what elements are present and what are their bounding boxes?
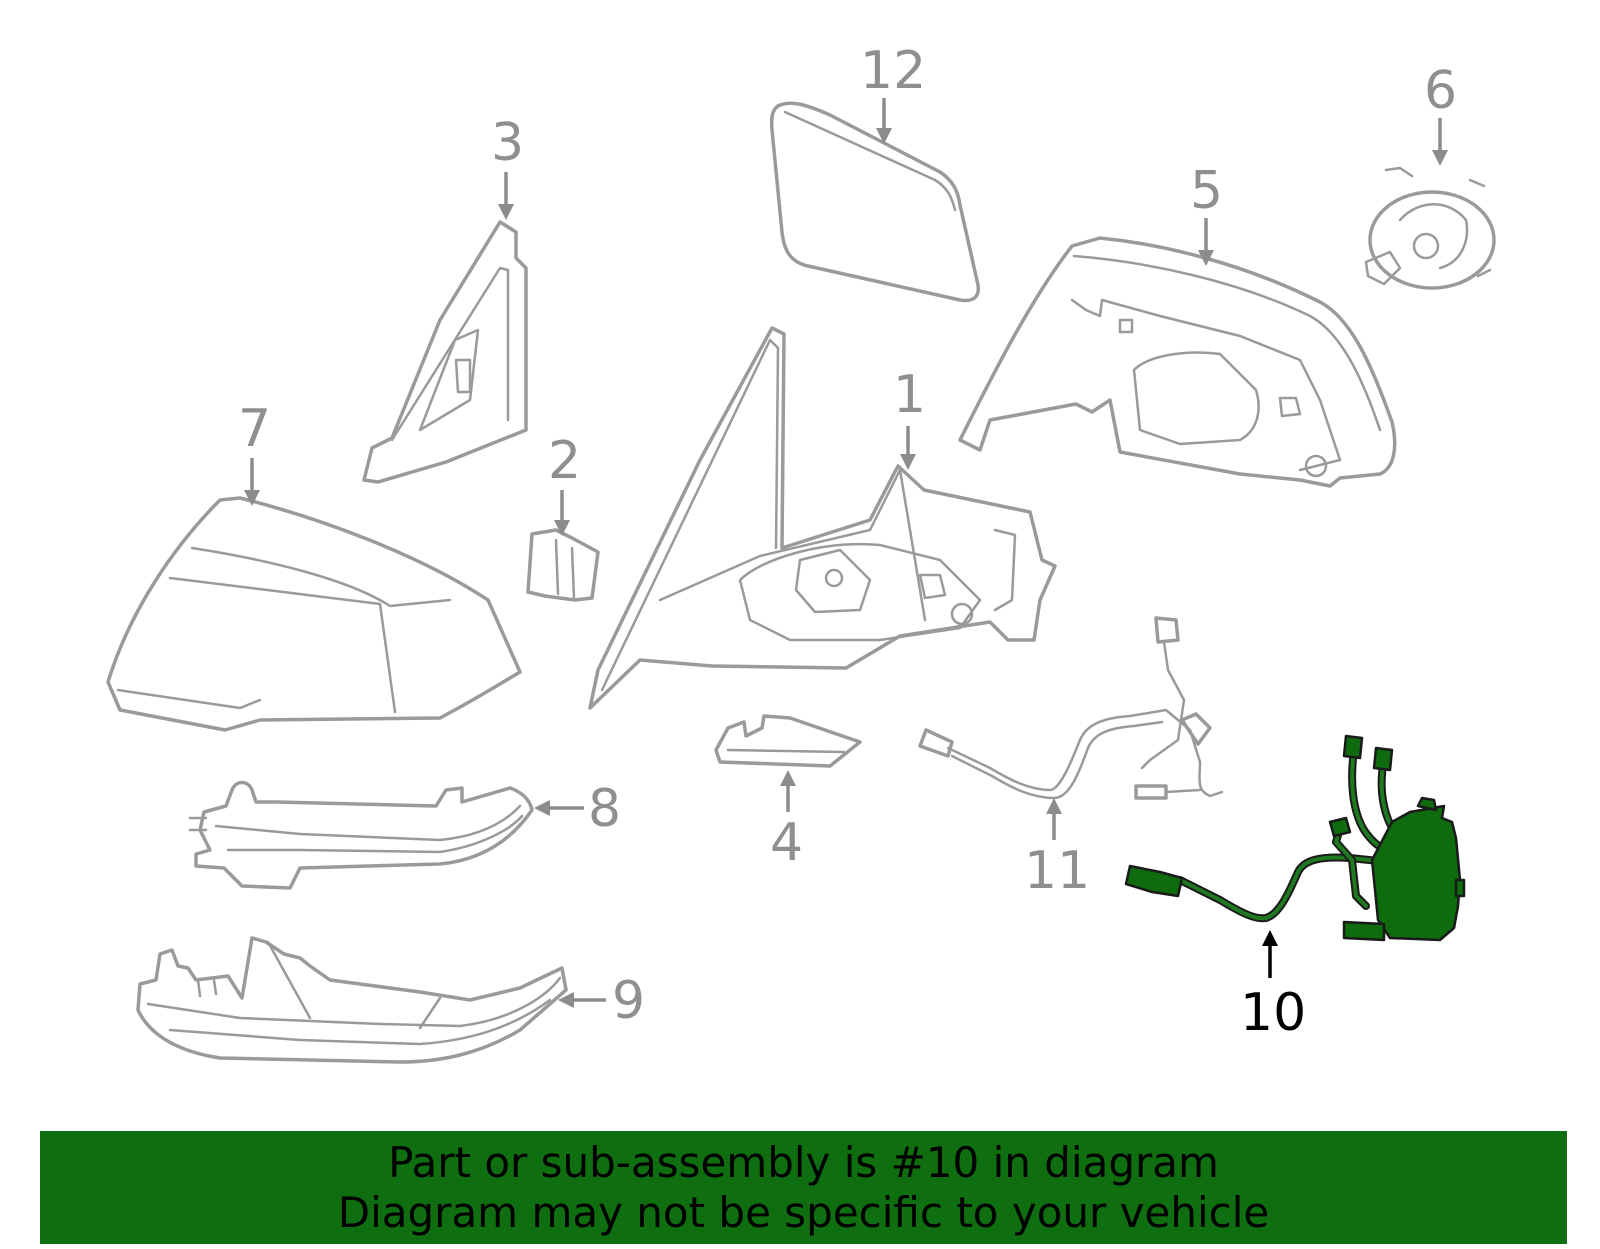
part-3-triangle-cover[interactable] (362, 220, 528, 484)
part-2-clip[interactable] (526, 528, 600, 602)
callout-3: 3 (491, 113, 524, 173)
part-7-mirror-cap[interactable] (106, 496, 522, 732)
callout-5: 5 (1190, 161, 1223, 221)
banner-line-2: Diagram may not be specific to your vehi… (337, 1187, 1270, 1237)
part-4-bracket[interactable] (714, 714, 862, 768)
callout-11: 11 (1024, 841, 1090, 901)
info-banner: Part or sub-assembly is #10 in diagram D… (40, 1131, 1567, 1244)
part-10-module-harness[interactable] (1124, 734, 1466, 942)
callout-10: 10 (1240, 983, 1306, 1043)
callout-6: 6 (1424, 61, 1457, 121)
callout-arrows (244, 98, 1448, 1008)
part-6-motor[interactable] (1364, 166, 1496, 290)
part-1-mirror-housing[interactable] (588, 326, 1057, 710)
part-12-mirror-glass[interactable] (769, 101, 981, 303)
callout-12: 12 (860, 41, 926, 101)
callout-8: 8 (588, 779, 621, 839)
callout-9: 9 (612, 971, 645, 1031)
part-9-lower-trim[interactable] (136, 936, 568, 1064)
part-11-wiring-harness[interactable] (918, 616, 1224, 800)
callout-2: 2 (548, 431, 581, 491)
banner-line-1: Part or sub-assembly is #10 in diagram (388, 1137, 1219, 1187)
callout-4: 4 (770, 813, 803, 873)
callout-7: 7 (238, 399, 271, 459)
part-5-back-housing[interactable] (958, 236, 1397, 488)
part-8-turn-signal[interactable] (188, 780, 534, 890)
callout-1: 1 (893, 365, 926, 425)
